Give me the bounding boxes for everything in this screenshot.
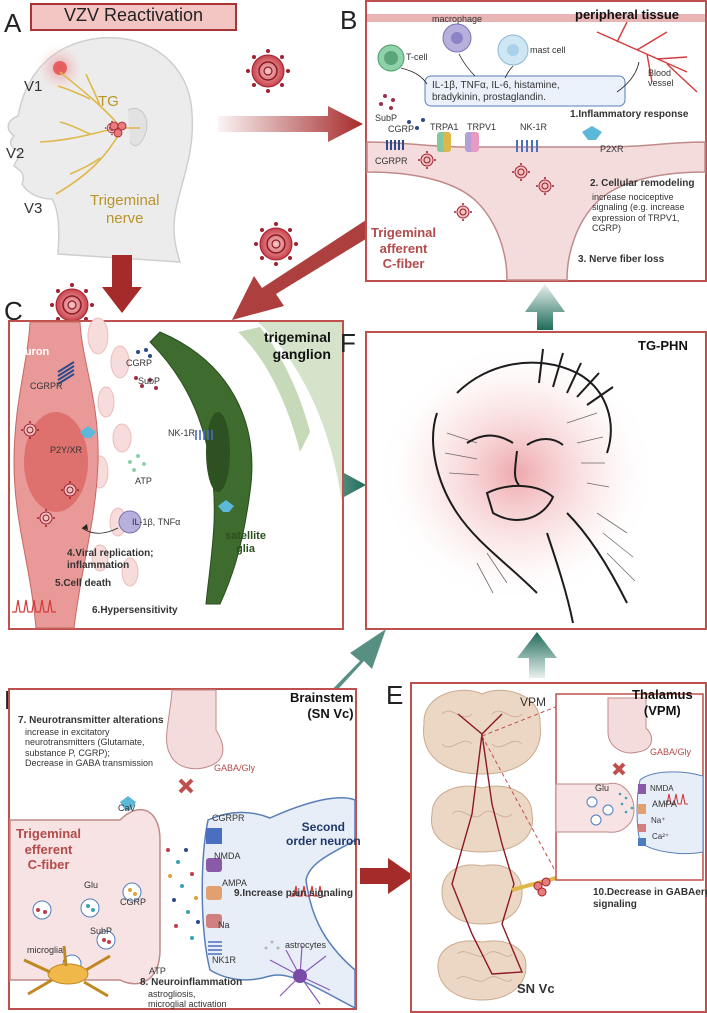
head-illustration xyxy=(7,36,194,263)
label-ampa-e: AMPA xyxy=(652,799,677,809)
label-v1: V1 xyxy=(24,78,43,95)
label-satellite-glia: satellite glia xyxy=(225,530,266,555)
virus-icon xyxy=(245,48,291,94)
step-10-decrease-gabaergic: 10.Decrease in GABAergic signaling xyxy=(593,887,707,910)
panel-b-illustration xyxy=(366,14,706,281)
label-mast-cell: mast cell xyxy=(530,45,566,55)
label-second-order-neuron: Second order neuron xyxy=(286,820,361,849)
step-5-cell-death: 5.Cell death xyxy=(55,578,112,589)
arrow-a-to-c xyxy=(102,255,142,313)
step-7-neurotransmitter-alterations: 7. Neurotransmitter alterations xyxy=(18,715,164,726)
step-2-cellular-remodeling: 2. Cellular remodeling xyxy=(590,178,695,189)
virus-icon xyxy=(49,282,95,328)
label-cgrpr-c: CGRPR xyxy=(30,381,63,391)
arrow-d-to-f xyxy=(286,629,386,737)
panel-letter-f: F xyxy=(340,328,356,358)
arrow-b-to-f xyxy=(525,284,565,330)
label-subp: SubP xyxy=(375,113,398,123)
label-v3: V3 xyxy=(24,200,43,217)
panel-b-heading: peripheral tissue xyxy=(575,7,680,22)
panel-c-illustration xyxy=(12,317,342,629)
step-2-detail: increase nociceptive signaling (e.g. inc… xyxy=(592,192,685,234)
label-gaba-e: GABA/Gly xyxy=(650,747,692,757)
label-cav: CaV xyxy=(118,803,136,813)
arrow-d-to-e xyxy=(360,858,414,894)
label-tg-neuron: TG neuron xyxy=(12,333,50,358)
label-subp-c: SubP xyxy=(138,376,161,386)
label-tg: TG xyxy=(98,93,119,110)
label-trigeminal-efferent-c-fiber: Trigeminal efferent C-fiber xyxy=(16,826,82,873)
label-ca-e: Ca²⁺ xyxy=(652,832,670,841)
label-cgrpr-d: CGRPR xyxy=(212,813,245,823)
label-trpa1: TRPA1 xyxy=(430,122,459,132)
step-7-detail: increase in excitatory neurotransmitters… xyxy=(25,727,154,769)
arrow-e-to-f xyxy=(517,632,557,678)
label-trigeminal-afferent-c-fiber: Trigeminal afferent C-fiber xyxy=(371,225,437,272)
panel-f-heading: TG-PHN xyxy=(638,338,688,353)
label-cgrp: CGRP xyxy=(388,124,415,134)
step-4-viral-replication: 4.Viral replication; inflammation xyxy=(67,548,154,571)
label-nk1r: NK-1R xyxy=(520,122,548,132)
label-na-d: Na xyxy=(218,920,230,930)
label-atp-d: ATP xyxy=(149,966,166,976)
label-cgrpr: CGRPR xyxy=(375,156,408,166)
label-astrocytes: astrocytes xyxy=(285,940,327,950)
panel-e-illustration xyxy=(423,689,704,1001)
label-macrophage: macrophage xyxy=(432,14,483,24)
panel-letter-a: A xyxy=(4,8,22,38)
label-mediators: IL-1β, TNFα, IL-6, histamine, bradykinin… xyxy=(432,80,560,103)
step-9-increase-pain-signaling: 9.Increase pain signaling xyxy=(234,888,353,899)
title-box xyxy=(30,3,237,31)
label-gaba-d: GABA/Gly xyxy=(214,763,256,773)
label-blood-vessel: Blood vessel xyxy=(648,68,674,89)
label-vpm: VPM xyxy=(520,695,547,709)
panel-d-illustration xyxy=(9,689,356,1010)
panel-d-heading: Brainstem (SN Vc) xyxy=(290,690,354,721)
label-cytokines-c: IL-1β, TNFα xyxy=(132,517,181,527)
label-glu-d: Glu xyxy=(84,880,99,890)
panel-letter-e: E xyxy=(386,680,404,710)
step-8-neuroinflammation: 8. Neuroinflammation xyxy=(140,977,243,988)
label-nk1r-d: NK1R xyxy=(212,955,237,965)
label-glu-e: Glu xyxy=(595,783,610,793)
label-microglia: microglia xyxy=(27,945,64,955)
panel-letter-b: B xyxy=(340,5,358,35)
step-8-detail: astrogliosis, microglial activation xyxy=(148,989,227,1010)
label-p2y-c: P2Y/XR xyxy=(50,445,83,455)
panel-letter-c: C xyxy=(4,296,23,326)
label-cgrp-c: CGRP xyxy=(126,358,153,368)
arrow-a-to-b xyxy=(218,106,363,142)
label-p2xr: P2XR xyxy=(600,144,624,154)
step-1-inflammatory-response: 1.Inflammatory response xyxy=(570,109,689,120)
label-trpv1: TRPV1 xyxy=(467,122,497,132)
label-sn-vc: SN Vc xyxy=(517,981,555,996)
label-ampa-d: AMPA xyxy=(222,878,247,888)
label-nmda-e: NMDA xyxy=(650,784,674,793)
panel-c-heading: trigeminal ganglion xyxy=(264,329,331,362)
step-6-hypersensitivity: 6.Hypersensitivity xyxy=(92,605,178,616)
label-nk1r-c: NK-1R xyxy=(168,428,196,438)
label-trigeminal-nerve: Trigeminal nerve xyxy=(90,192,160,227)
label-cgrp-d: CGRP xyxy=(120,897,147,907)
label-na-e: Na⁺ xyxy=(651,816,666,825)
label-v2: V2 xyxy=(6,145,25,162)
label-nmda-d: NMDA xyxy=(214,851,241,861)
step-3-nerve-fiber-loss: 3. Nerve fiber loss xyxy=(578,254,665,265)
title: VZV Reactivation xyxy=(63,5,204,25)
panel-e-heading: Thalamus (VPM) xyxy=(632,687,693,718)
label-atp-c: ATP xyxy=(135,476,152,486)
arrow-b-to-c xyxy=(232,220,374,320)
label-t-cell: T-cell xyxy=(406,52,428,62)
pain-face-illustration xyxy=(377,343,657,624)
label-subp-d: SubP xyxy=(90,926,113,936)
